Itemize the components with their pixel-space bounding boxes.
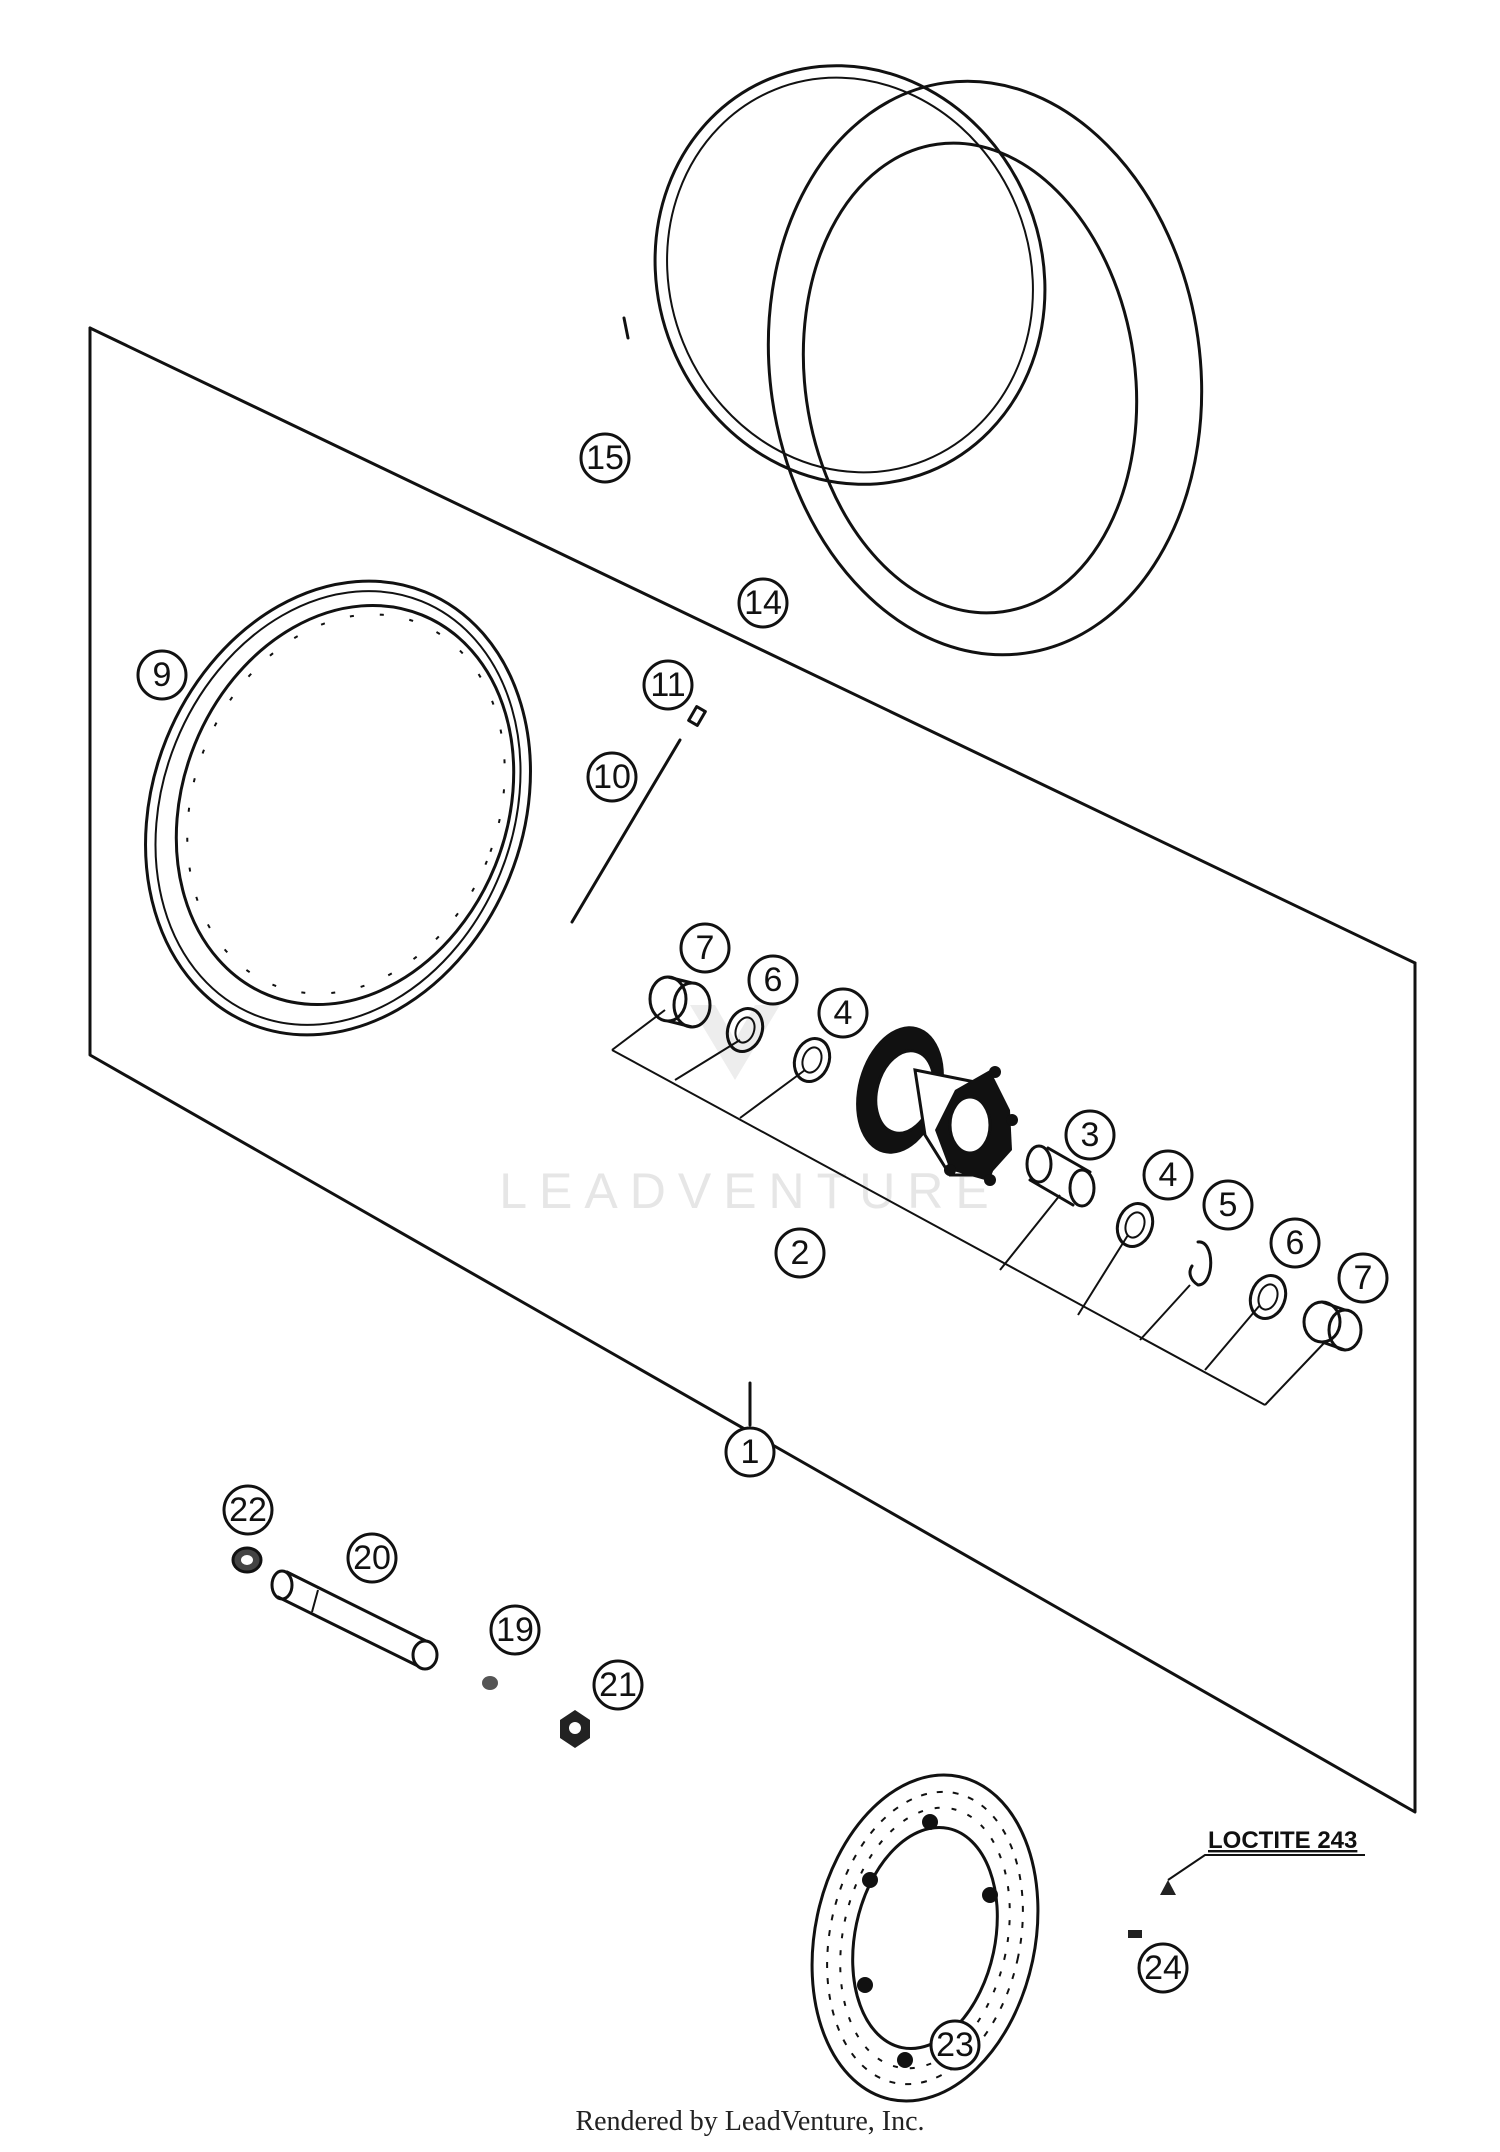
svg-text:7: 7	[696, 929, 715, 967]
svg-text:1: 1	[741, 1433, 760, 1471]
hub-parts-leaders	[611, 1009, 1326, 1406]
callout-7-right: 7	[1337, 1252, 1389, 1304]
spacer-sleeve	[1025, 1144, 1096, 1208]
svg-text:9: 9	[153, 656, 172, 694]
shaft-seal-left	[648, 975, 712, 1029]
svg-text:23: 23	[936, 2026, 974, 2064]
wheel-hub	[856, 1026, 1018, 1186]
collar-screw	[482, 1676, 498, 1690]
svg-text:3: 3	[1081, 1116, 1100, 1154]
svg-text:5: 5	[1219, 1186, 1238, 1224]
svg-text:20: 20	[353, 1539, 391, 1577]
svg-text:4: 4	[1159, 1156, 1178, 1194]
callout-20: 20	[346, 1532, 398, 1584]
svg-text:22: 22	[229, 1491, 267, 1529]
distance-ring-right	[1248, 1274, 1288, 1320]
footer-credit: Rendered by LeadVenture, Inc.	[575, 2106, 924, 2137]
callout-4-right: 4	[1142, 1149, 1194, 1201]
callout-21: 21	[592, 1659, 644, 1711]
svg-text:14: 14	[744, 584, 782, 622]
tire	[766, 79, 1204, 657]
axle-nut	[231, 1546, 263, 1574]
callout-19: 19	[489, 1604, 541, 1656]
circlip	[1188, 1240, 1213, 1287]
callout-10: 10	[586, 751, 638, 803]
callout-2: 2	[774, 1227, 826, 1279]
callout-1: 1	[724, 1426, 776, 1478]
watermark-text: LEADVENTURE	[499, 1163, 1001, 1219]
svg-text:11: 11	[650, 666, 685, 704]
rim-band	[622, 64, 1047, 486]
callout-6-right: 6	[1269, 1217, 1321, 1269]
callout-24: 24	[1137, 1942, 1189, 1994]
distance-ring-left	[725, 1007, 765, 1053]
loctite-leader	[1167, 1854, 1365, 1881]
loctite-note: LOCTITE 243	[1208, 1827, 1357, 1854]
countersunk-screw	[1128, 1880, 1176, 1938]
svg-text:7: 7	[1354, 1259, 1373, 1297]
rim	[144, 579, 532, 1037]
shaft-seal-right	[1302, 1300, 1363, 1352]
ball-bearing-right	[1115, 1202, 1155, 1248]
callout-22: 22	[222, 1484, 274, 1536]
callout-7-left: 7	[679, 922, 731, 974]
svg-text:19: 19	[496, 1611, 534, 1649]
callout-11: 11	[642, 659, 694, 711]
callout-5: 5	[1202, 1179, 1254, 1231]
callout-3: 3	[1064, 1109, 1116, 1161]
svg-text:10: 10	[593, 758, 631, 796]
callout-23: 23	[929, 2019, 981, 2071]
callout-14: 14	[737, 577, 789, 629]
frame-top-edge	[88, 326, 1417, 965]
collar-nut	[560, 1710, 590, 1748]
svg-text:6: 6	[764, 961, 783, 999]
brake-disc	[810, 1773, 1040, 2103]
wheel-spindle	[270, 1569, 439, 1671]
svg-text:21: 21	[599, 1666, 637, 1704]
svg-text:24: 24	[1144, 1949, 1182, 1987]
svg-text:6: 6	[1286, 1224, 1305, 1262]
callout-15: 15	[579, 432, 631, 484]
wheel-assembly-frame	[88, 326, 1417, 1814]
spoke-nipple	[687, 705, 707, 727]
ball-bearing-left	[792, 1037, 832, 1083]
spoke	[570, 738, 682, 924]
callout-6-left: 6	[747, 954, 799, 1006]
svg-text:15: 15	[586, 439, 624, 477]
callout-4-left: 4	[817, 987, 869, 1039]
svg-text:4: 4	[834, 994, 853, 1032]
callout-9: 9	[136, 649, 188, 701]
svg-text:2: 2	[791, 1234, 810, 1272]
